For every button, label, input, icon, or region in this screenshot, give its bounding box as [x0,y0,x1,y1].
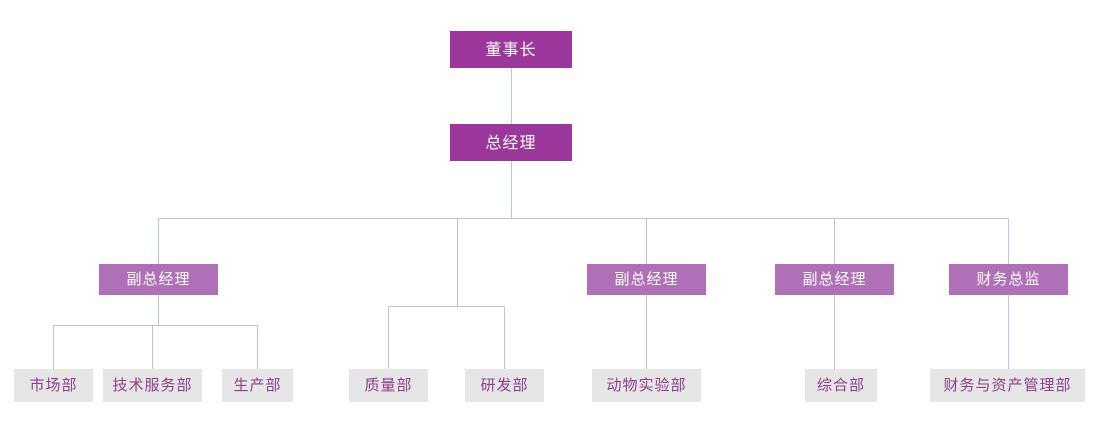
connector-vp3-to-general-affairs [834,295,835,369]
connector-bus-to-vp2 [646,218,647,264]
connector-vp1-bus [53,325,258,326]
connector-vp1-stem [158,295,159,326]
node-vp-3[interactable]: 副总经理 [775,264,894,295]
node-vp-2[interactable]: 副总经理 [587,264,706,295]
connector-cfo-to-finance-asset [1008,295,1009,369]
connector-gm-stem [511,161,512,218]
node-dept-animal-lab[interactable]: 动物实验部 [592,369,701,402]
connector-bus-to-quality-group [457,218,458,306]
connector-bus-to-vp3 [834,218,835,264]
node-dept-quality[interactable]: 质量部 [349,369,428,402]
node-dept-finance-asset[interactable]: 财务与资产管理部 [930,369,1085,402]
connector-bus-to-cfo [1008,218,1009,264]
node-dept-marketing[interactable]: 市场部 [14,369,93,402]
connector-bus-to-vp1 [158,218,159,264]
node-dept-rnd[interactable]: 研发部 [465,369,544,402]
connector-vp2-to-animal-lab [646,295,647,369]
node-cfo[interactable]: 财务总监 [949,264,1068,295]
connector-group-to-quality [388,306,389,369]
connector-main-bus [158,218,1009,219]
node-vp-1[interactable]: 副总经理 [99,264,218,295]
node-dept-general-affairs[interactable]: 综合部 [805,369,877,402]
node-dept-production[interactable]: 生产部 [222,369,293,402]
connector-quality-group-bus [388,306,505,307]
connector-chairman-to-gm [511,68,512,124]
connector-vp1-to-production [257,325,258,369]
connector-vp1-to-marketing [53,325,54,369]
connector-group-to-rnd [504,306,505,369]
node-chairman[interactable]: 董事长 [450,31,572,68]
node-dept-tech-service[interactable]: 技术服务部 [103,369,202,402]
connector-vp1-to-tech-service [152,325,153,369]
node-general-manager[interactable]: 总经理 [450,124,572,161]
